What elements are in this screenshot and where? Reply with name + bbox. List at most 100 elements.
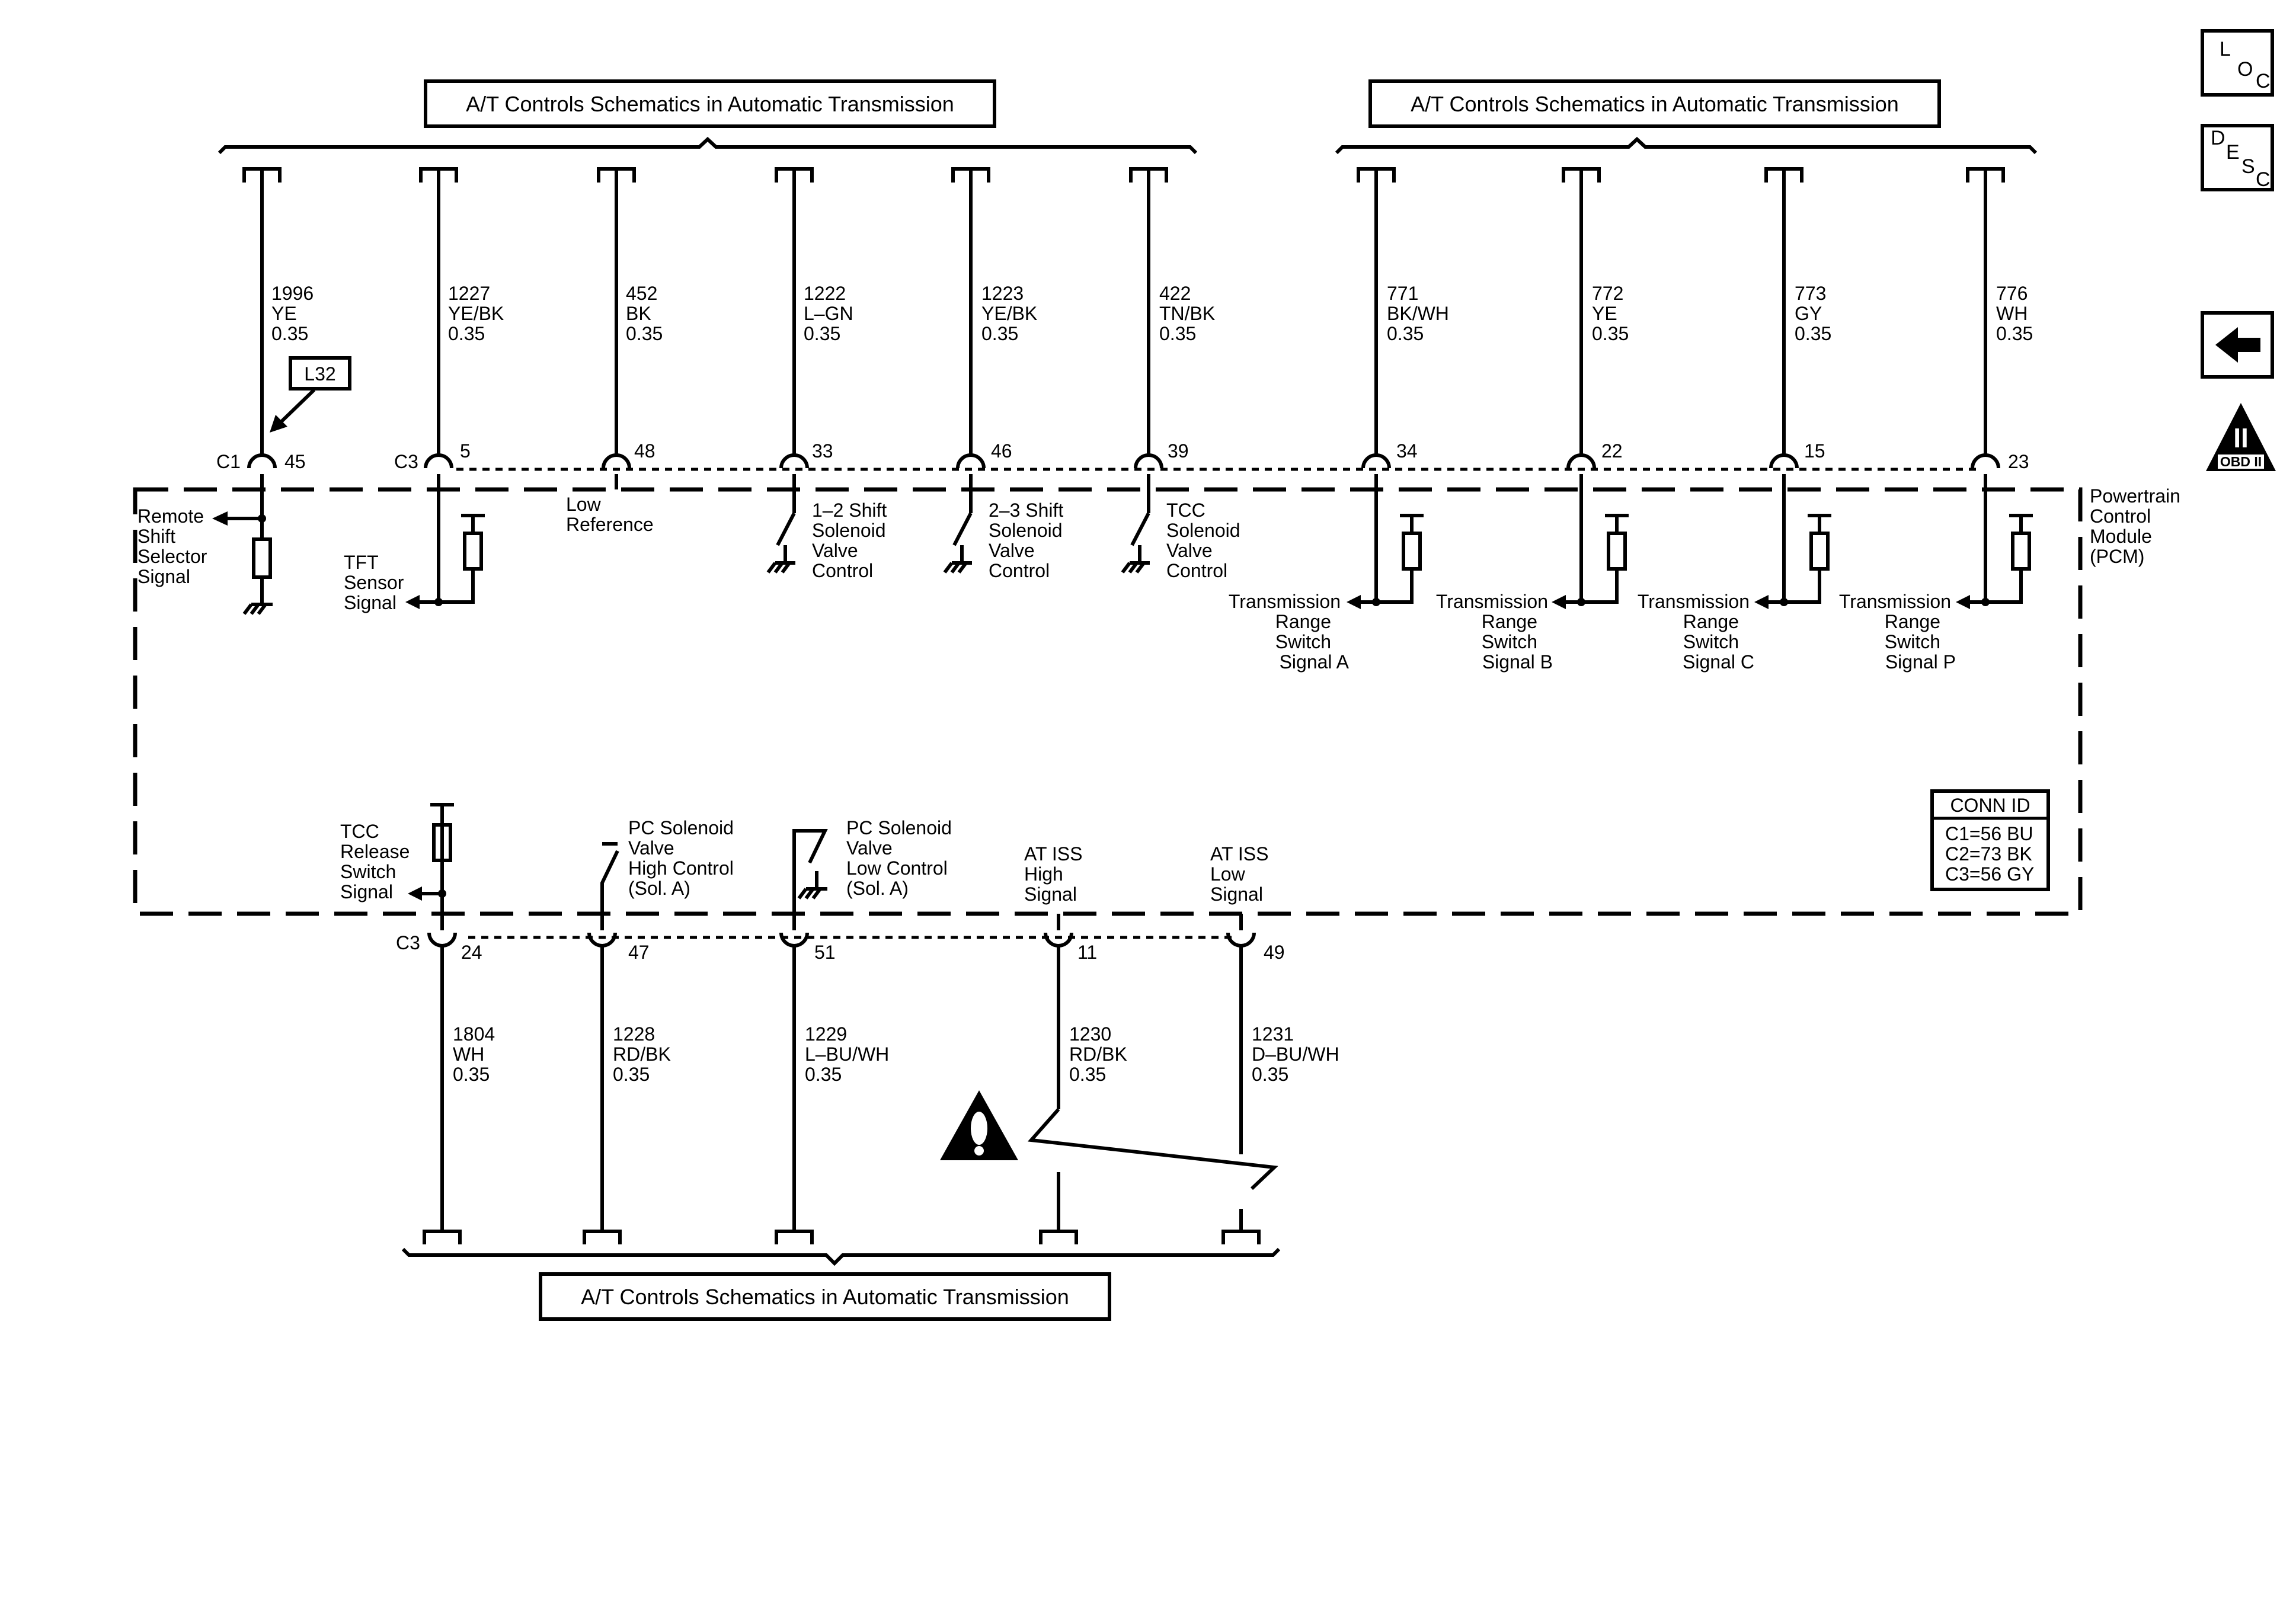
wire-1996[interactable]: 1996 YE 0.35 C1 45 (216, 167, 314, 489)
svg-text:0.35: 0.35 (1592, 323, 1629, 344)
svg-text:Switch: Switch (1275, 631, 1331, 652)
svg-text:Solenoid: Solenoid (812, 520, 886, 541)
svg-text:GY: GY (1795, 303, 1822, 324)
svg-text:Switch: Switch (1885, 631, 1940, 652)
desc-letter-s: S (2241, 155, 2255, 178)
svg-text:776: 776 (1996, 283, 2028, 304)
wire-773[interactable]: 773 GY 0.35 15 (1764, 167, 1831, 489)
svg-text:1996: 1996 (271, 283, 314, 304)
svg-text:RD/BK: RD/BK (1069, 1044, 1127, 1065)
l32-option-tag: L32 (270, 356, 351, 433)
left-arrow-icon (2215, 327, 2260, 363)
svg-text:TN/BK: TN/BK (1159, 303, 1215, 324)
svg-text:AT ISS: AT ISS (1024, 843, 1082, 865)
svg-text:5: 5 (460, 440, 471, 462)
tcc-release-switch-label: TCC Release Switch Signal (340, 821, 410, 902)
svg-text:YE: YE (1592, 303, 1617, 324)
svg-text:0.35: 0.35 (1159, 323, 1196, 344)
wire-1222[interactable]: 1222 L–GN 0.35 33 (775, 167, 853, 489)
svg-text:Switch: Switch (1482, 631, 1537, 652)
wire-1223[interactable]: 1223 YE/BK 0.35 46 (951, 167, 1037, 489)
svg-text:Valve: Valve (812, 540, 858, 561)
wire-1230[interactable]: 11 1230 RD/BK 0.35 (1039, 914, 1127, 1244)
wire-422[interactable]: 422 TN/BK 0.35 39 (1129, 167, 1215, 489)
svg-text:Signal: Signal (137, 566, 190, 587)
wire-771[interactable]: 771 BK/WH 0.35 34 (1357, 167, 1449, 489)
svg-text:0.35: 0.35 (805, 1064, 842, 1085)
wire-1229[interactable]: 51 1229 L–BU/WH 0.35 (775, 914, 889, 1244)
range-switch-p: Transmission Range Switch Signal P (1839, 489, 2033, 673)
svg-text:34: 34 (1396, 440, 1418, 462)
svg-text:(Sol. A): (Sol. A) (628, 878, 690, 899)
svg-text:11: 11 (1077, 942, 1097, 963)
svg-text:BK: BK (626, 303, 651, 324)
svg-text:Powertrain: Powertrain (2090, 485, 2180, 507)
svg-text:Signal: Signal (344, 592, 396, 613)
svg-text:33: 33 (812, 440, 833, 462)
svg-text:Valve: Valve (989, 540, 1035, 561)
svg-text:Signal B: Signal B (1482, 651, 1553, 673)
svg-text:AT ISS: AT ISS (1210, 843, 1268, 865)
svg-text:L–BU/WH: L–BU/WH (805, 1044, 889, 1065)
wire-776[interactable]: 776 WH 0.35 23 (1966, 167, 2033, 489)
svg-text:Sensor: Sensor (344, 572, 404, 593)
svg-text:PC Solenoid: PC Solenoid (846, 817, 952, 838)
svg-text:Valve: Valve (1166, 540, 1213, 561)
top-left-harness-brace (218, 136, 1198, 155)
loc-button[interactable]: L O C (2201, 29, 2274, 97)
svg-text:Range: Range (1683, 611, 1739, 632)
wire-1228[interactable]: 47 1228 RD/BK 0.35 (583, 914, 671, 1244)
top-wire-group: 1996 YE 0.35 C1 45 1227 YE/BK 0.35 C3 5 … (216, 167, 2033, 489)
at-controls-link-top-right-text: A/T Controls Schematics in Automatic Tra… (1411, 92, 1899, 116)
svg-text:Shift: Shift (137, 526, 175, 547)
svg-text:0.35: 0.35 (626, 323, 663, 344)
obd-numeral: II (2233, 422, 2249, 453)
svg-text:1227: 1227 (448, 283, 490, 304)
svg-text:WH: WH (1996, 303, 2028, 324)
conn-id-c2: C2=73 BK (1945, 843, 2032, 865)
svg-text:1804: 1804 (453, 1023, 495, 1045)
svg-text:452: 452 (626, 283, 657, 304)
svg-text:0.35: 0.35 (613, 1064, 650, 1085)
at-controls-link-top-left-text: A/T Controls Schematics in Automatic Tra… (466, 92, 954, 116)
svg-text:46: 46 (991, 440, 1012, 462)
svg-text:C3: C3 (394, 451, 418, 472)
bottom-wire-group: C3 24 1804 WH 0.35 47 1228 RD/BK 0.35 51… (396, 914, 1339, 1244)
desc-letter-d: D (2211, 127, 2225, 149)
tcc-solenoid-label: TCC Solenoid Valve Control (1166, 500, 1240, 581)
pcm-module-name: Powertrain Control Module (PCM) (2090, 485, 2180, 567)
at-controls-link-bottom[interactable]: A/T Controls Schematics in Automatic Tra… (539, 1272, 1111, 1321)
svg-text:Remote: Remote (137, 505, 204, 527)
range-switch-c: Transmission Range Switch Signal C (1638, 489, 1831, 673)
obd-ii-button[interactable]: II OBD II (2206, 403, 2276, 471)
back-button[interactable] (2201, 311, 2274, 379)
top-right-harness-brace (1335, 136, 2038, 155)
svg-text:Control: Control (1166, 560, 1227, 581)
wire-1804[interactable]: C3 24 1804 WH 0.35 (396, 914, 495, 1244)
svg-text:Range: Range (1482, 611, 1537, 632)
caution-exclamation-icon[interactable] (940, 1090, 1018, 1160)
wire-452[interactable]: 452 BK 0.35 48 (597, 167, 663, 489)
at-controls-link-top-left[interactable]: A/T Controls Schematics in Automatic Tra… (424, 79, 996, 128)
low-reference-label: Low Reference (566, 494, 654, 535)
wire-772[interactable]: 772 YE 0.35 22 (1562, 167, 1629, 489)
svg-text:0.35: 0.35 (1795, 323, 1831, 344)
svg-text:15: 15 (1804, 440, 1825, 462)
svg-text:YE/BK: YE/BK (448, 303, 504, 324)
wire-1231[interactable]: 49 1231 D–BU/WH 0.35 (1221, 914, 1339, 1244)
svg-text:Transmission: Transmission (1638, 591, 1750, 612)
svg-text:Range: Range (1275, 611, 1331, 632)
desc-button[interactable]: D E S C (2201, 124, 2274, 191)
svg-text:Switch: Switch (340, 861, 396, 882)
at-controls-link-top-right[interactable]: A/T Controls Schematics in Automatic Tra… (1368, 79, 1941, 128)
conn-id-c1: C1=56 BU (1945, 823, 2033, 844)
svg-text:Solenoid: Solenoid (1166, 520, 1240, 541)
wire-1227[interactable]: 1227 YE/BK 0.35 C3 5 (394, 167, 504, 489)
range-switch-a: Transmission Range Switch Signal A (1229, 489, 1424, 673)
pcm-module-boundary (133, 487, 2083, 916)
svg-text:PC Solenoid: PC Solenoid (628, 817, 734, 838)
svg-text:C3: C3 (396, 932, 420, 953)
at-controls-link-bottom-text: A/T Controls Schematics in Automatic Tra… (581, 1285, 1069, 1309)
desc-letter-c: C (2256, 168, 2271, 191)
at-iss-low-label: AT ISS Low Signal (1210, 843, 1268, 905)
